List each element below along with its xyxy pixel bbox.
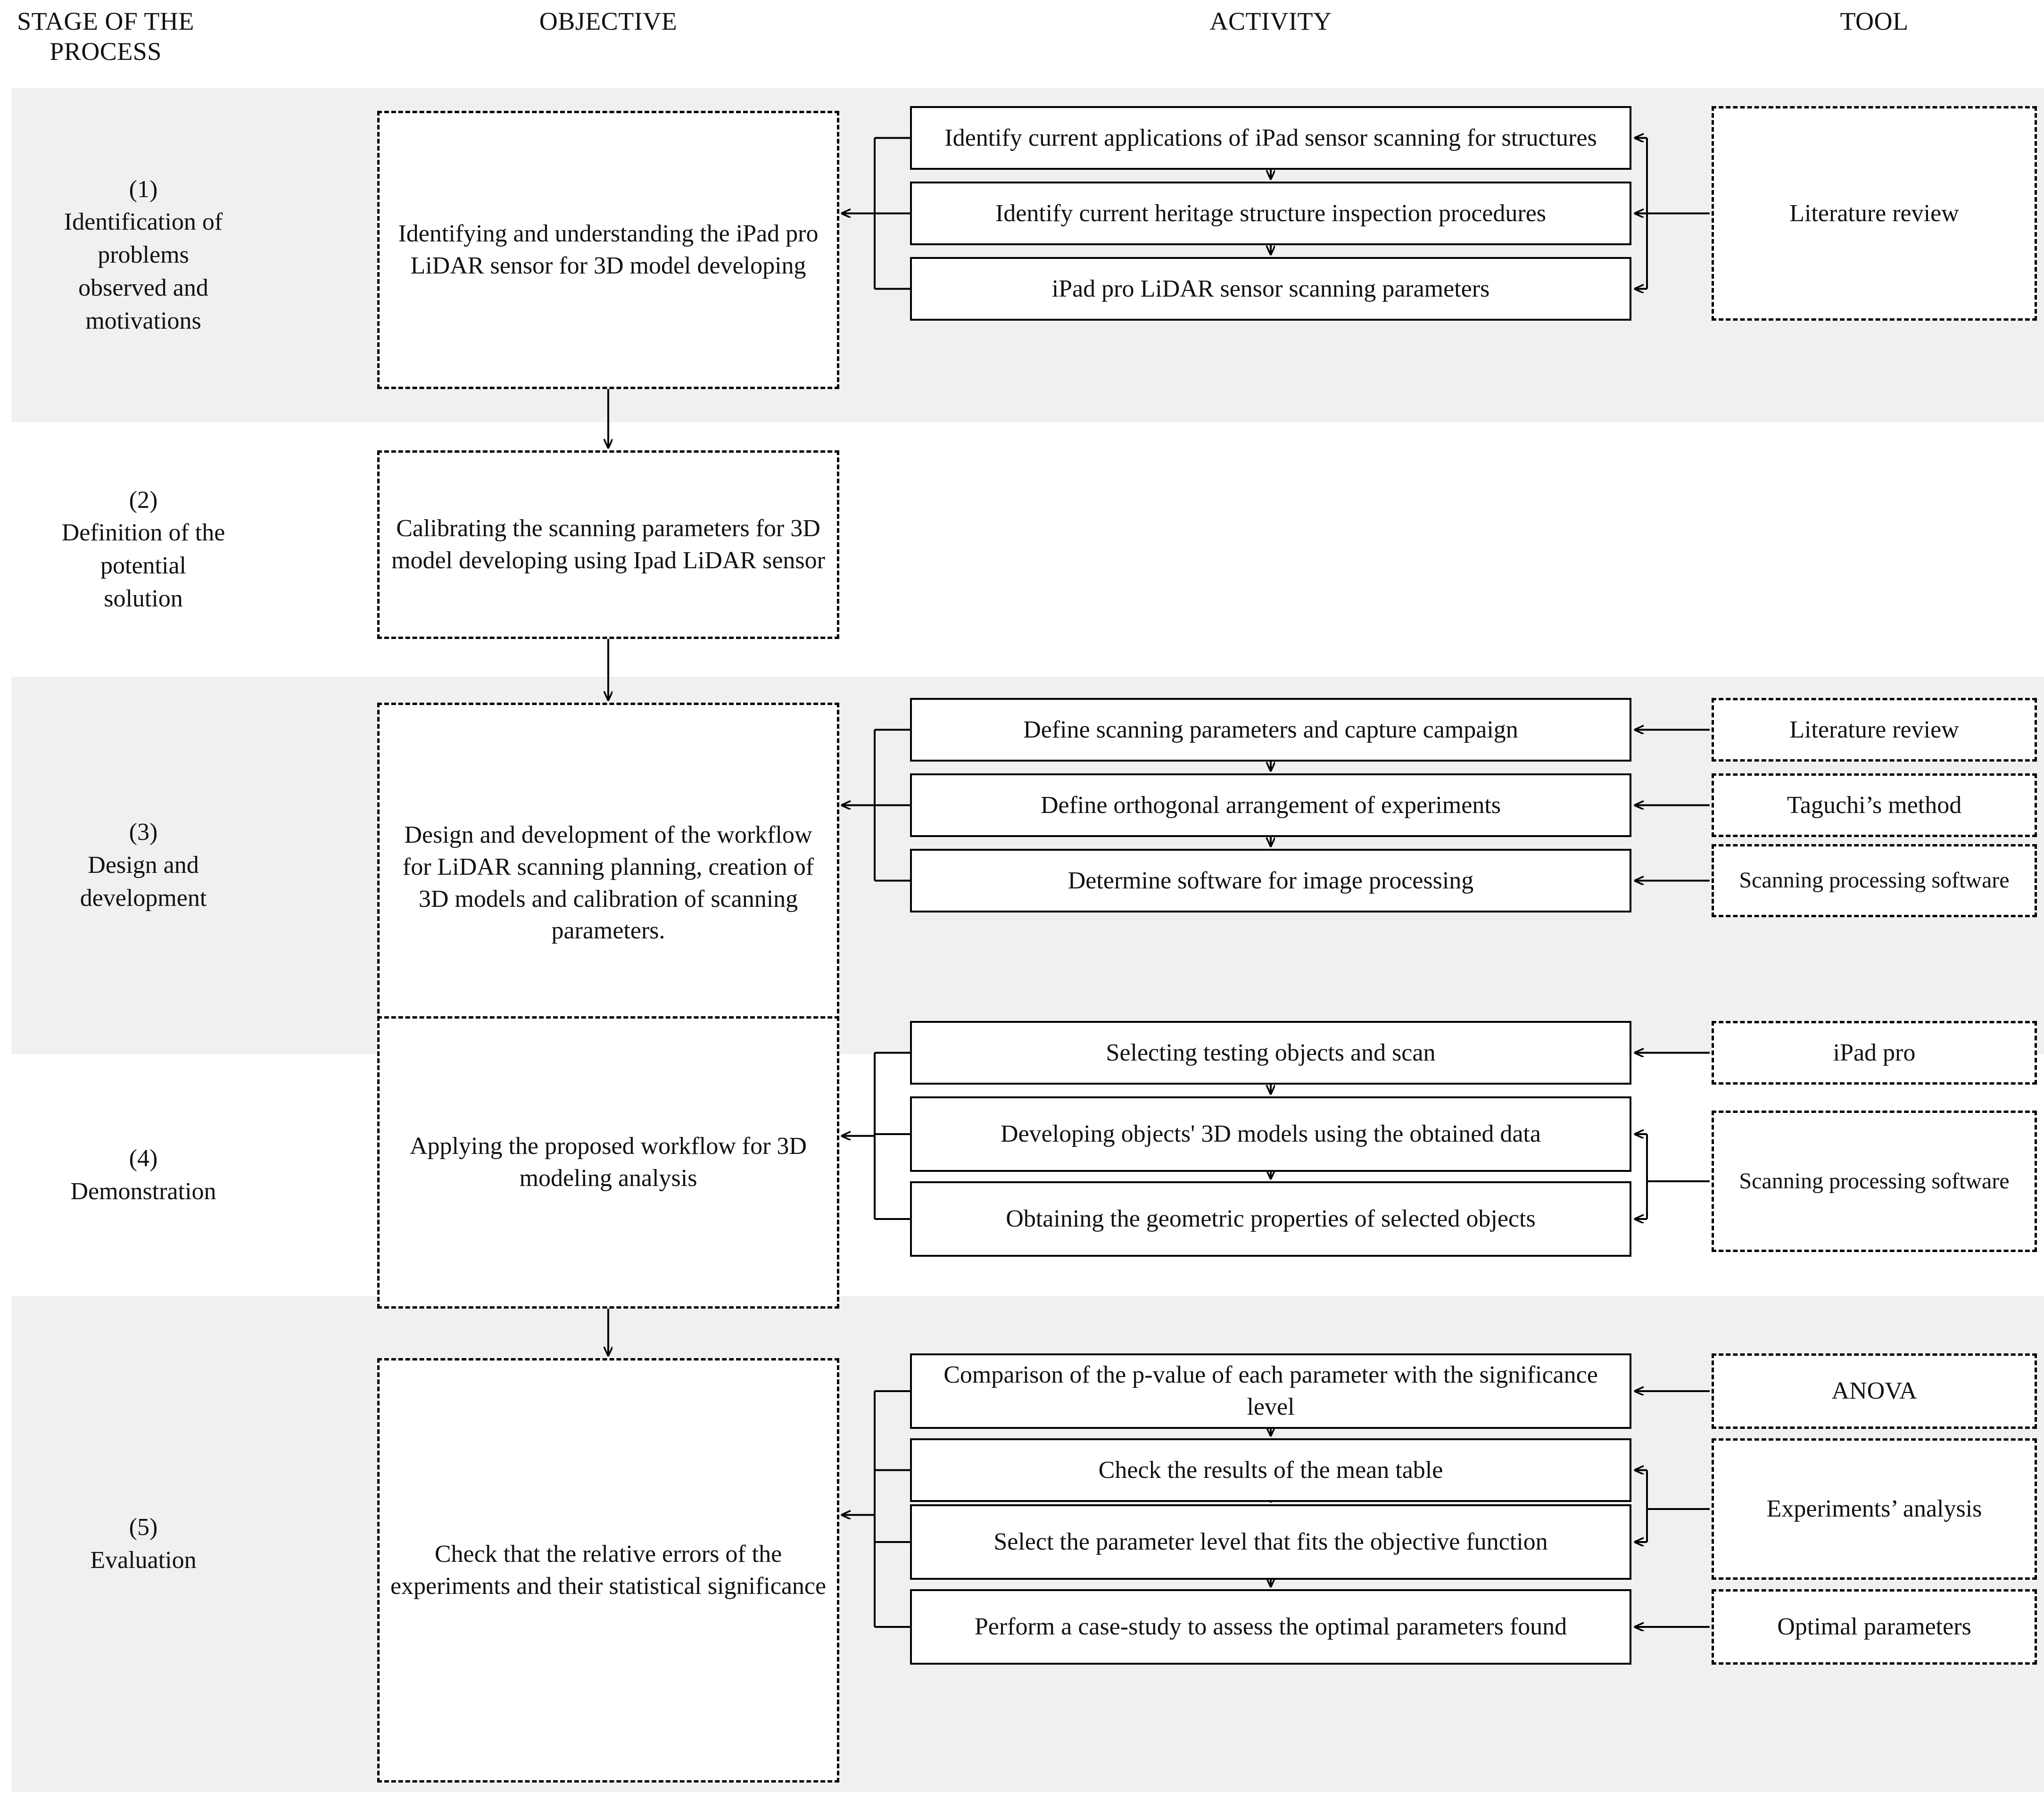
activity-box-5-3[interactable]: Select the parameter level that fits the… (910, 1504, 1631, 1580)
stage-number: (2) (129, 486, 158, 514)
stage-cell-5: (5) Evaluation (11, 1296, 275, 1792)
tool-box-1-1[interactable]: Literature review (1712, 106, 2037, 321)
stage-number: (1) (129, 175, 158, 203)
stage-label: Demonstration (70, 1178, 216, 1205)
column-header-tool: TOOL (1840, 7, 1909, 35)
activity-box-1-1[interactable]: Identify current applications of iPad se… (910, 106, 1631, 170)
tool-box-4-2[interactable]: Scanning processing software (1712, 1111, 2037, 1252)
activity-box-1-2[interactable]: Identify current heritage structure insp… (910, 182, 1631, 245)
column-header-objective: OBJECTIVE (539, 7, 678, 35)
activity-box-5-4[interactable]: Perform a case-study to assess the optim… (910, 1589, 1631, 1665)
stage-cell-4: (4) Demonstration (11, 1054, 275, 1296)
tool-box-3-1[interactable]: Literature review (1712, 698, 2037, 762)
tool-box-4-1[interactable]: iPad pro (1712, 1021, 2037, 1085)
stage-number: (3) (129, 819, 158, 846)
activity-box-4-2[interactable]: Developing objects' 3D models using the … (910, 1096, 1631, 1172)
activity-box-5-1[interactable]: Comparison of the p-value of each parame… (910, 1353, 1631, 1429)
tool-box-3-2[interactable]: Taguchi’s method (1712, 773, 2037, 837)
tool-box-3-3[interactable]: Scanning processing software (1712, 844, 2037, 917)
stage-cell-2: (2) Definition of the potential solution (11, 422, 275, 677)
objective-box-5[interactable]: Check that the relative errors of the ex… (377, 1358, 839, 1783)
column-header-activity: ACTIVITY (1209, 7, 1332, 35)
objective-box-4[interactable]: Applying the proposed workflow for 3D mo… (377, 1016, 839, 1309)
activity-box-3-1[interactable]: Define scanning parameters and capture c… (910, 698, 1631, 762)
activity-box-4-3[interactable]: Obtaining the geometric properties of se… (910, 1181, 1631, 1257)
activity-box-5-2[interactable]: Check the results of the mean table (910, 1438, 1631, 1502)
activity-box-4-1[interactable]: Selecting testing objects and scan (910, 1021, 1631, 1085)
objective-box-1[interactable]: Identifying and understanding the iPad p… (377, 111, 839, 389)
activity-box-1-3[interactable]: iPad pro LiDAR sensor scanning parameter… (910, 257, 1631, 321)
activity-box-3-3[interactable]: Determine software for image processing (910, 849, 1631, 912)
tool-box-5-3[interactable]: Optimal parameters (1712, 1589, 2037, 1665)
column-header-stage: STAGE OF THE PROCESS (17, 7, 194, 66)
activity-box-3-2[interactable]: Define orthogonal arrangement of experim… (910, 773, 1631, 837)
stage-label: Design and development (80, 852, 207, 912)
stage-number: (5) (129, 1514, 158, 1541)
stage-number: (4) (129, 1145, 158, 1172)
objective-box-2[interactable]: Calibrating the scanning parameters for … (377, 450, 839, 639)
objective-box-3[interactable]: Design and development of the workflow f… (377, 703, 839, 1063)
stage-label: Evaluation (90, 1547, 197, 1574)
stage-label: Definition of the potential solution (61, 519, 225, 612)
tool-box-5-2[interactable]: Experiments’ analysis (1712, 1438, 2037, 1580)
stage-cell-1: (1) Identification of problems observed a… (11, 88, 275, 422)
tool-box-5-1[interactable]: ANOVA (1712, 1353, 2037, 1429)
stage-cell-3: (3) Design and development (11, 677, 275, 1054)
stage-label: Identification of problems observed and … (64, 208, 223, 334)
